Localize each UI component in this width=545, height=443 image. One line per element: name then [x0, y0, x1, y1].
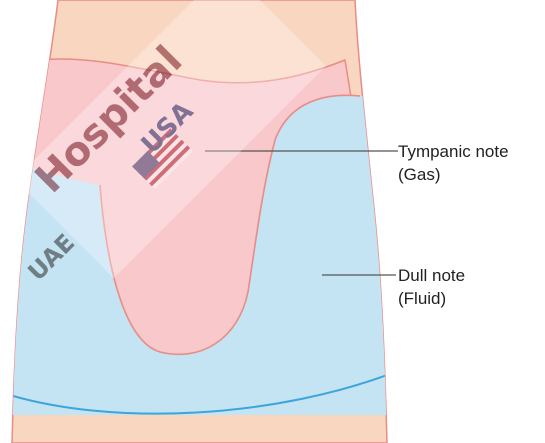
tympanic-note-label: Tympanic note: [398, 142, 509, 161]
dull-note-label: Dull note: [398, 266, 465, 285]
fluid-label: (Fluid): [398, 289, 446, 308]
gas-label: (Gas): [398, 165, 441, 184]
